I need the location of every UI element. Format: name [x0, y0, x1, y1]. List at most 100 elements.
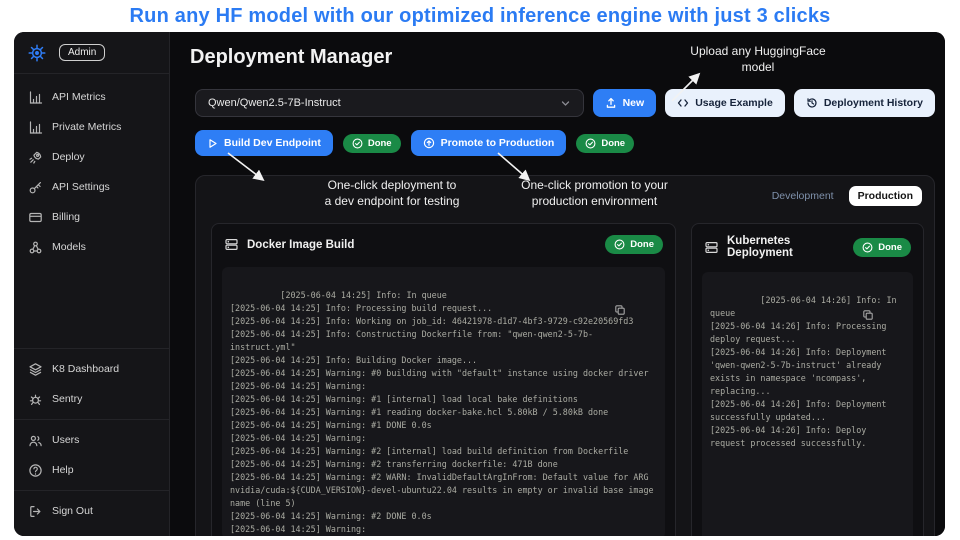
bug-icon	[28, 392, 43, 407]
panel-header: Kubernetes Deployment Done	[692, 224, 923, 270]
server-stack-icon	[704, 240, 719, 255]
sidebar-item-label: Billing	[52, 211, 81, 223]
divider	[14, 490, 169, 491]
sidebar-item-api-settings[interactable]: API Settings	[14, 172, 169, 202]
k8s-status-label: Done	[878, 241, 902, 253]
users-icon	[28, 433, 43, 448]
copy-icon[interactable]	[862, 279, 906, 351]
admin-badge: Admin	[59, 44, 106, 61]
sidebar: Admin API Metrics Private Metrics Deploy	[14, 32, 170, 536]
sidebar-item-private-metrics[interactable]: Private Metrics	[14, 112, 169, 142]
rocket-icon	[28, 150, 43, 165]
new-deployment-button[interactable]: New	[592, 89, 657, 117]
play-icon	[207, 138, 218, 149]
sidebar-bottom: K8 Dashboard Sentry Users Help	[14, 343, 169, 536]
promote-status-label: Done	[601, 137, 626, 149]
panel-header: Docker Image Build Done	[212, 224, 675, 265]
check-circle-icon	[352, 138, 363, 149]
sidebar-item-label: Deploy	[52, 151, 85, 163]
server-stack-icon	[224, 237, 239, 252]
panel-title: Docker Image Build	[247, 238, 355, 251]
docker-image-build-panel: Docker Image Build Done [2025-06-04 14:2…	[211, 223, 676, 536]
build-dev-endpoint-button[interactable]: Build Dev Endpoint	[195, 130, 333, 156]
environment-tabs: Development Production	[763, 186, 922, 206]
sidebar-item-label: Sentry	[52, 393, 83, 405]
sign-out-icon	[28, 504, 43, 519]
copy-icon[interactable]	[614, 274, 658, 346]
annotation-arrow	[497, 152, 531, 182]
key-icon	[28, 180, 43, 195]
sidebar-item-label: K8 Dashboard	[52, 363, 120, 375]
code-icon	[677, 97, 689, 109]
annotation-prod-environment: One-click promotion to your production e…	[521, 178, 668, 208]
history-icon	[806, 97, 818, 109]
k8s-deploy-log-text: [2025-06-04 14:26] Info: In queue [2025-…	[710, 295, 897, 449]
sidebar-item-label: Models	[52, 241, 86, 253]
sidebar-item-label: Help	[52, 464, 74, 476]
sidebar-item-deploy[interactable]: Deploy	[14, 142, 169, 172]
sidebar-item-sentry[interactable]: Sentry	[14, 384, 169, 414]
k8s-status-badge: Done	[853, 237, 911, 257]
layers-icon	[28, 362, 43, 377]
build-status-label: Done	[367, 137, 392, 149]
build-button-label: Build Dev Endpoint	[224, 137, 321, 149]
check-circle-icon	[862, 242, 873, 253]
main-content: Deployment Manager Upload any HuggingFac…	[170, 32, 945, 536]
sidebar-item-label: Private Metrics	[52, 121, 122, 133]
sidebar-item-label: Sign Out	[52, 505, 93, 517]
tab-development[interactable]: Development	[771, 190, 834, 202]
chevron-down-icon	[560, 98, 571, 109]
annotation-arrow	[671, 72, 701, 102]
sidebar-item-api-metrics[interactable]: API Metrics	[14, 82, 169, 112]
deployment-history-button[interactable]: Deployment History	[793, 89, 935, 117]
sidebar-header: Admin	[14, 32, 169, 74]
kubernetes-deployment-panel: Kubernetes Deployment Done [2025-06-04 1…	[691, 223, 924, 536]
promote-button-label: Promote to Production	[440, 137, 555, 149]
bar-chart-icon	[28, 90, 43, 105]
sidebar-nav: API Metrics Private Metrics Deploy API S…	[14, 74, 169, 264]
promote-to-production-button[interactable]: Promote to Production	[410, 130, 567, 156]
model-controls: Qwen/Qwen2.5-7B-Instruct New Usage Examp…	[195, 89, 935, 117]
panel-title: Kubernetes Deployment	[727, 235, 793, 259]
docker-status-badge: Done	[605, 235, 663, 254]
app-window: Admin API Metrics Private Metrics Deploy	[14, 32, 945, 536]
check-circle-icon	[585, 138, 596, 149]
upload-icon	[605, 97, 617, 109]
sidebar-item-users[interactable]: Users	[14, 425, 169, 455]
docker-build-log[interactable]: [2025-06-04 14:25] Info: In queue [2025-…	[222, 267, 665, 536]
pipeline-actions: Build Dev Endpoint Done Promote to Produ…	[195, 130, 635, 156]
page-title: Deployment Manager	[190, 46, 393, 68]
sidebar-item-label: Users	[52, 434, 80, 446]
credit-card-icon	[28, 210, 43, 225]
help-circle-icon	[28, 463, 43, 478]
nodes-icon	[28, 240, 43, 255]
sidebar-item-billing[interactable]: Billing	[14, 202, 169, 232]
new-button-label: New	[622, 97, 645, 109]
docker-build-log-text: [2025-06-04 14:25] Info: In queue [2025-…	[230, 290, 654, 535]
divider	[14, 419, 169, 420]
sidebar-item-sign-out[interactable]: Sign Out	[14, 496, 169, 526]
bar-chart-icon	[28, 120, 43, 135]
sidebar-item-label: API Settings	[52, 181, 110, 193]
usage-example-label: Usage Example	[695, 97, 773, 109]
environment-card: Development Production Docker Image Buil…	[195, 175, 935, 536]
k8s-deploy-log[interactable]: [2025-06-04 14:26] Info: In queue [2025-…	[702, 272, 913, 536]
arrow-up-circle-icon	[423, 137, 435, 149]
check-circle-icon	[614, 239, 625, 250]
page-headline: Run any HF model with our optimized infe…	[129, 4, 831, 27]
sidebar-item-label: API Metrics	[52, 91, 106, 103]
model-select[interactable]: Qwen/Qwen2.5-7B-Instruct	[195, 89, 584, 117]
annotation-dev-endpoint: One-click deployment to a dev endpoint f…	[324, 178, 460, 208]
sidebar-item-help[interactable]: Help	[14, 455, 169, 485]
sidebar-item-models[interactable]: Models	[14, 232, 169, 262]
app-logo-gear-icon	[27, 43, 47, 63]
annotation-arrow	[227, 152, 265, 181]
tab-production[interactable]: Production	[848, 186, 922, 206]
sidebar-item-k8-dashboard[interactable]: K8 Dashboard	[14, 354, 169, 384]
promote-status-badge: Done	[576, 133, 635, 153]
model-select-value: Qwen/Qwen2.5-7B-Instruct	[208, 97, 341, 109]
annotation-upload-model: Upload any HuggingFace model	[690, 44, 826, 74]
usage-example-button[interactable]: Usage Example	[665, 89, 785, 117]
divider	[14, 348, 169, 349]
deployment-history-label: Deployment History	[823, 97, 923, 109]
